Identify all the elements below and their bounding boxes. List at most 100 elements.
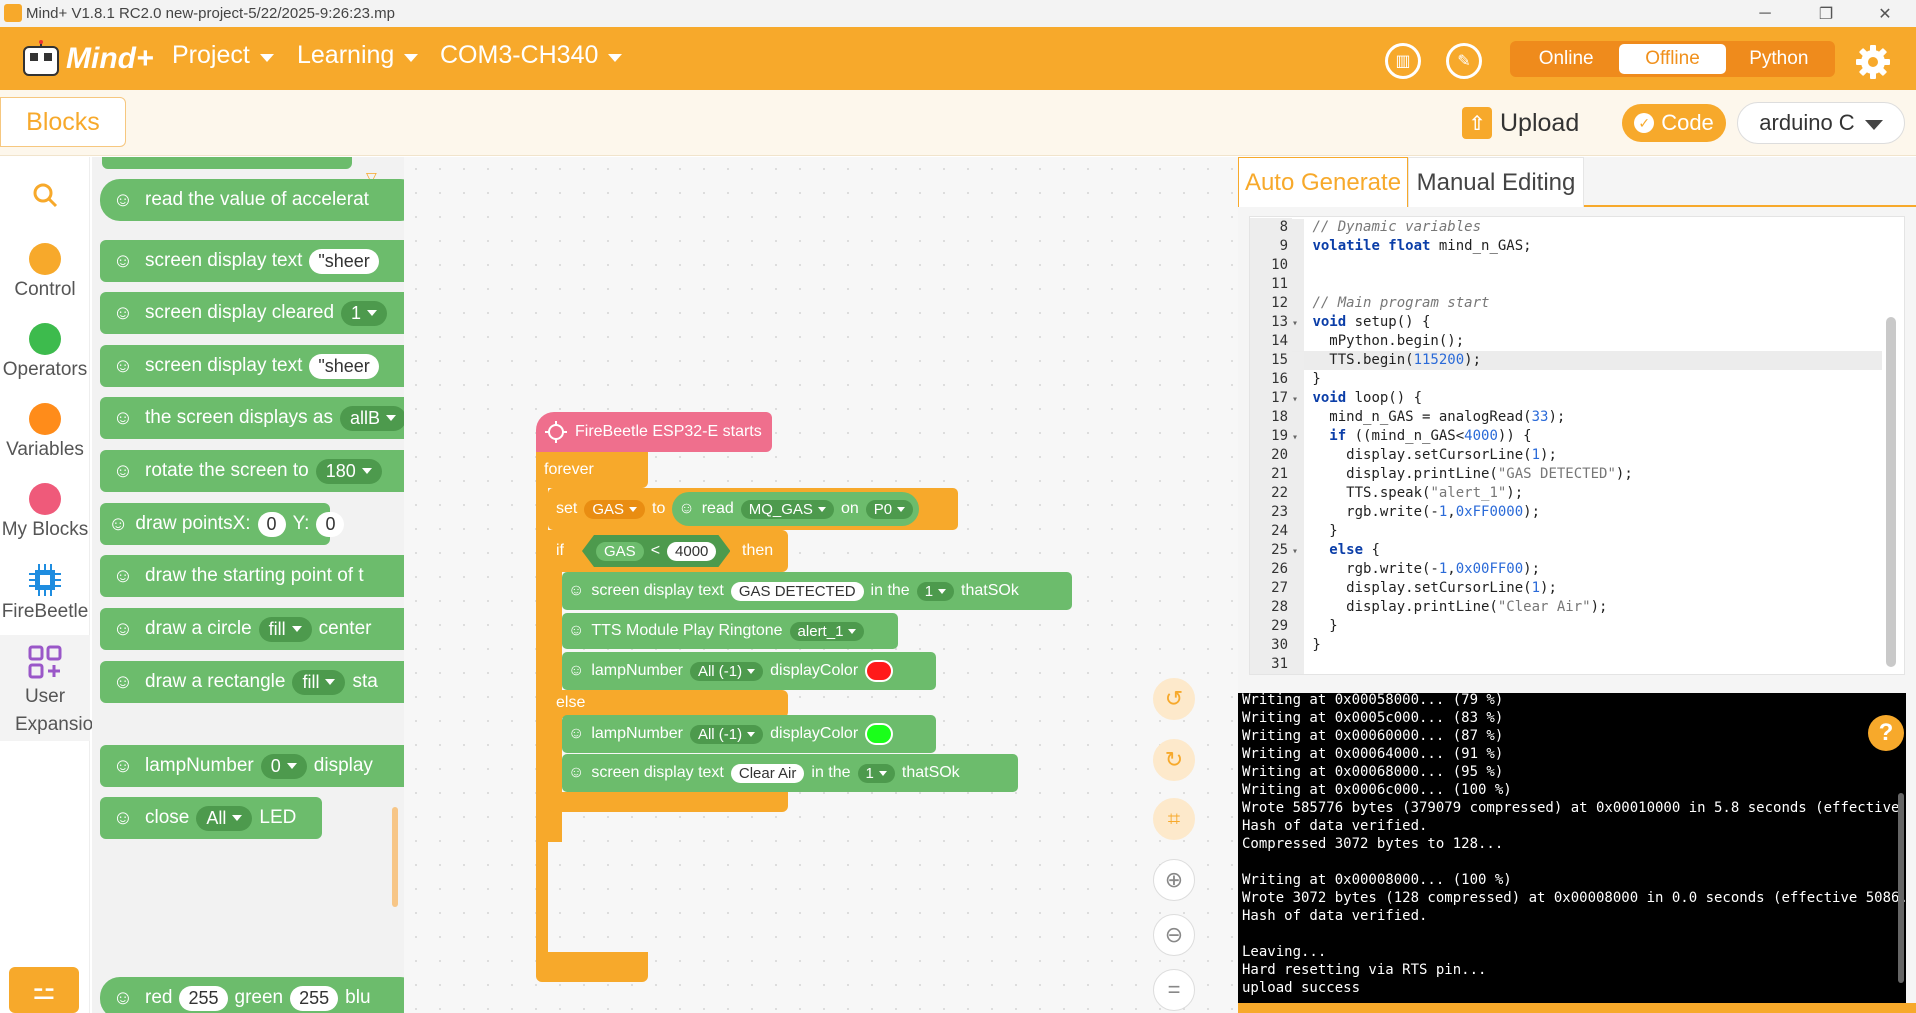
console-output[interactable]: Writing at 0x00058000... (79 %)Writing a… [1238,693,1906,1003]
code-workspace[interactable]: FireBeetle ESP32-E starts forever set GA… [404,157,1238,1013]
code-toggle-button[interactable]: ✓ Code [1622,104,1726,142]
code-line[interactable]: 10 [1250,256,1882,276]
code-line[interactable]: 9 volatile float mind_n_GAS; [1250,237,1882,257]
code-line[interactable]: 14 mPython.begin(); [1250,332,1882,352]
palette-block[interactable]: ☺draw the starting point of t [100,555,404,597]
forever-block[interactable] [536,452,648,488]
compare-block[interactable]: GAS < 4000 [582,535,730,567]
code-line[interactable]: 8 // Dynamic variables [1250,218,1882,238]
code-line[interactable]: 20 display.setCursorLine(1); [1250,446,1882,466]
mode-online[interactable]: Online [1538,48,1594,69]
compare-variable[interactable]: GAS [596,542,644,561]
code-line[interactable]: 25▾ else { [1250,541,1882,561]
undo-icon[interactable]: ↺ [1153,678,1195,720]
crop-icon[interactable]: ⌗ [1153,798,1195,840]
ringtone-dropdown[interactable]: alert_1 [789,621,865,641]
code-line[interactable]: 19▾ if ((mind_n_GAS<4000)) { [1250,427,1882,447]
minimize-button[interactable]: ─ [1759,4,1771,22]
code-line[interactable]: 15 TTS.begin(115200); [1250,351,1882,371]
code-scrollbar[interactable] [1886,317,1896,667]
read-sensor-block[interactable]: ☺ read MQ_GAS on P0 [672,492,920,526]
code-line[interactable]: 13▾ void setup() { [1250,313,1882,333]
tab-blocks[interactable]: Blocks [0,97,126,147]
language-select[interactable]: arduino C [1737,102,1905,144]
edit-icon[interactable]: ✎ [1446,43,1482,79]
menu-learning[interactable]: Learning [297,41,419,70]
category-operators[interactable]: Operators [0,323,90,381]
lamp-color-block[interactable]: ☺ lampNumber All (-1) displayColor [562,715,936,753]
add-extension-button[interactable]: ⚍ [9,967,79,1013]
block-input[interactable]: 255 [179,985,228,1011]
close-button[interactable]: ✕ [1878,5,1892,23]
sensor-dropdown[interactable]: MQ_GAS [740,499,834,519]
palette-block[interactable]: ☺screen display text"sheer [100,240,404,282]
line-dropdown[interactable]: 1 [857,763,895,783]
block-input[interactable]: "sheer [309,353,379,379]
threshold-input[interactable]: 4000 [667,542,716,561]
search-button[interactable] [0,181,90,215]
pin-dropdown[interactable]: P0 [865,499,914,519]
code-line[interactable]: 30 } [1250,636,1882,656]
block-dropdown[interactable]: 180 [315,458,382,484]
code-line[interactable]: 24 } [1250,522,1882,542]
display-text-input[interactable]: Clear Air [730,763,805,783]
block-dropdown[interactable]: All [196,805,253,831]
hat-block[interactable]: FireBeetle ESP32-E starts [536,412,772,452]
code-line[interactable]: 11 [1250,275,1882,295]
line-dropdown[interactable]: 1 [916,581,955,601]
code-line[interactable]: 27 display.setCursorLine(1); [1250,579,1882,599]
code-line[interactable]: 28 display.printLine("Clear Air"); [1250,598,1882,618]
menu-port[interactable]: COM3-CH340 [440,41,623,70]
block-dropdown[interactable]: 1 [341,300,388,326]
code-line[interactable]: 17▾ void loop() { [1250,389,1882,409]
block-input[interactable]: "sheer [309,248,379,274]
mode-python[interactable]: Python [1749,48,1809,69]
lamp-color-block[interactable]: ☺ lampNumber All (-1) displayColor [562,652,936,690]
category-user-expansion[interactable]: User Expansion [0,635,104,741]
screen-display-text-block[interactable]: ☺ screen display text GAS DETECTED in th… [562,572,1072,610]
variable-dropdown[interactable]: GAS [584,499,646,519]
block-input[interactable]: 0 [316,511,345,537]
code-line[interactable]: 12 // Main program start [1250,294,1882,314]
green-color-swatch[interactable] [865,723,894,745]
code-line[interactable]: 31 [1250,655,1882,674]
serial-monitor-icon[interactable]: ▥ [1385,43,1421,79]
palette-scrollbar[interactable] [392,807,398,907]
code-line[interactable]: 29 } [1250,617,1882,637]
zoom-reset-icon[interactable]: = [1153,969,1195,1011]
tab-manual-editing[interactable]: Manual Editing [1408,157,1584,207]
block-dropdown[interactable]: fill [292,669,346,695]
block-dropdown[interactable]: allB [340,405,404,431]
zoom-out-icon[interactable]: ⊖ [1153,914,1195,956]
category-control[interactable]: Control [0,243,90,301]
category-variables[interactable]: Variables [0,403,90,461]
code-line[interactable]: 23 rgb.write(-1,0xFF0000); [1250,503,1882,523]
block-input[interactable]: 255 [290,985,339,1011]
code-line[interactable]: 16 } [1250,370,1882,390]
menu-project[interactable]: Project [172,41,274,70]
lamp-dropdown[interactable]: All (-1) [689,661,764,681]
redo-icon[interactable]: ↻ [1153,739,1195,781]
lamp-dropdown[interactable]: All (-1) [689,724,764,744]
code-line[interactable]: 22 TTS.speak("alert_1"); [1250,484,1882,504]
palette-block[interactable]: ☺read the value of accelerat [100,179,404,221]
gear-icon[interactable] [1855,44,1891,80]
maximize-button[interactable]: ❐ [1818,5,1834,23]
mode-offline[interactable]: Offline [1619,44,1726,74]
console-scrollbar[interactable] [1898,793,1904,983]
upload-button[interactable]: ⇧ Upload [1462,102,1579,144]
block-input[interactable]: 0 [257,511,286,537]
palette-block[interactable]: ☺screen display text"sheer [100,345,404,387]
zoom-in-icon[interactable]: ⊕ [1153,859,1195,901]
screen-display-text-block[interactable]: ☺ screen display text Clear Air in the 1… [562,754,1018,792]
set-block[interactable]: set GAS to ☺ read MQ_GAS on P0 [548,488,958,530]
